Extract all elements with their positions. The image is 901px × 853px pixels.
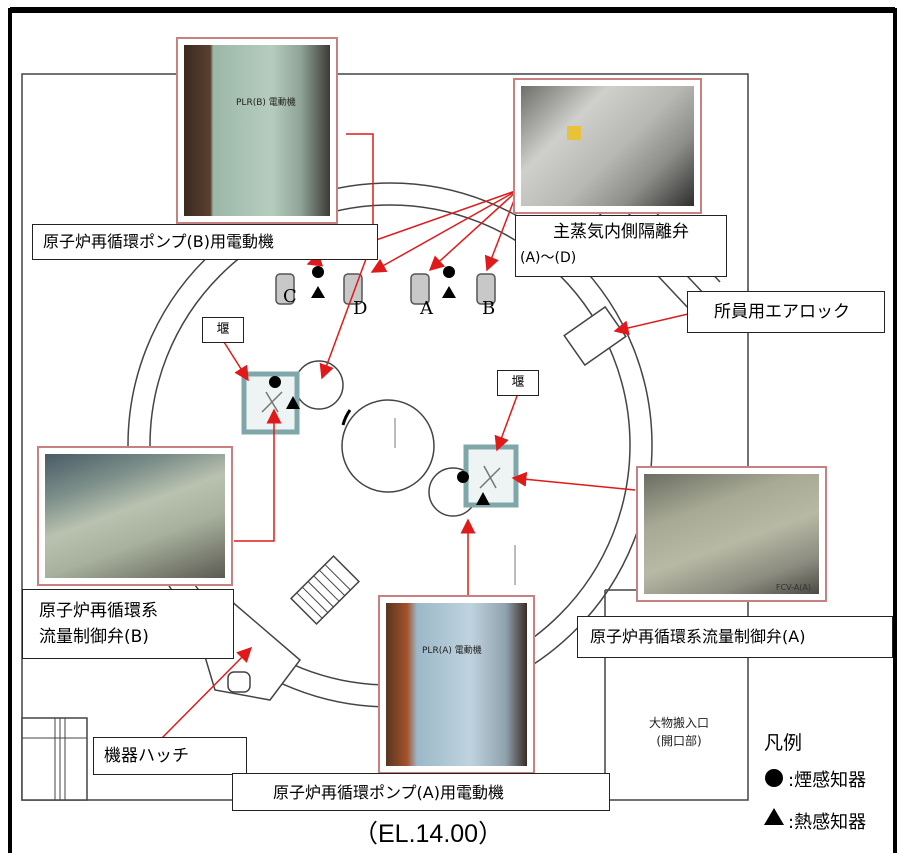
valve-c	[275, 273, 295, 305]
photo-fcv-a: FCV-A(A)	[636, 466, 827, 602]
photo-nameplate: PLR(A) 電動機	[422, 646, 482, 656]
airlock-box	[563, 305, 627, 367]
smoke-detector	[457, 471, 469, 483]
valve-letter: C	[283, 286, 297, 307]
building-outline	[21, 73, 749, 801]
cargo-line2: (開口部)	[656, 734, 702, 748]
elevation-label: （EL.14.00）	[353, 820, 504, 848]
valve-a	[410, 273, 430, 305]
cargo-line1: 大物搬入口	[648, 716, 709, 730]
stair-block	[289, 554, 361, 626]
valve-letter: B	[482, 298, 496, 319]
label-msiv: 主蒸気内側隔離弁 (A)～(D)	[515, 215, 727, 277]
label-pump-a-motor: 原子炉再循環ポンプ(A)用電動機	[232, 773, 610, 811]
legend-smoke-symbol	[765, 769, 783, 787]
heat-detector	[286, 396, 300, 409]
valve-b	[476, 273, 496, 305]
photo-fcv-b	[37, 446, 233, 586]
smoke-detector	[312, 266, 324, 278]
label-weir-left: 堰	[202, 317, 244, 343]
smoke-detector	[443, 266, 455, 278]
photo-nameplate: PLR(B) 電動機	[236, 98, 296, 108]
label-fcv-b-line1: 原子炉再循環系	[39, 601, 158, 621]
legend-heat-symbol	[764, 808, 784, 825]
photo-warning-tag	[567, 126, 581, 140]
smoke-detector	[269, 376, 281, 388]
heat-detector	[311, 286, 325, 298]
label-weir-right: 堰	[497, 370, 539, 396]
label-equipment-hatch: 機器ハッチ	[93, 737, 247, 775]
label-fcv-a: 原子炉再循環系流量制御弁(A)	[577, 616, 893, 658]
valve-letter: D	[353, 298, 368, 319]
legend-title: 凡例	[764, 732, 803, 754]
photo-pump-b-motor: PLR(B) 電動機	[176, 37, 338, 224]
legend-heat-label: :熱感知器	[788, 812, 867, 833]
valve-letter: A	[420, 298, 433, 319]
photo-caption: FCV-A(A)	[775, 583, 811, 592]
label-airlock: 所員用エアロック	[687, 291, 885, 333]
label-msiv-line1: 主蒸気内側隔離弁	[553, 222, 689, 242]
cargo-entrance-label: 大物搬入口 (開口部)	[634, 714, 724, 750]
legend-smoke-label: :煙感知器	[788, 770, 867, 791]
photo-pump-a-motor: PLR(A) 電動機	[378, 595, 535, 774]
label-fcv-b-line2: 流量制御弁(B)	[39, 627, 149, 647]
label-msiv-line2: (A)～(D)	[520, 250, 577, 266]
photo-msiv	[513, 78, 702, 214]
label-pump-b-motor: 原子炉再循環ポンプ(B)用電動機	[32, 224, 378, 260]
heat-detector	[442, 286, 456, 298]
reactor-pedestal	[341, 399, 435, 493]
heat-detector	[476, 492, 490, 505]
label-fcv-b: 原子炉再循環系 流量制御弁(B)	[22, 589, 234, 659]
